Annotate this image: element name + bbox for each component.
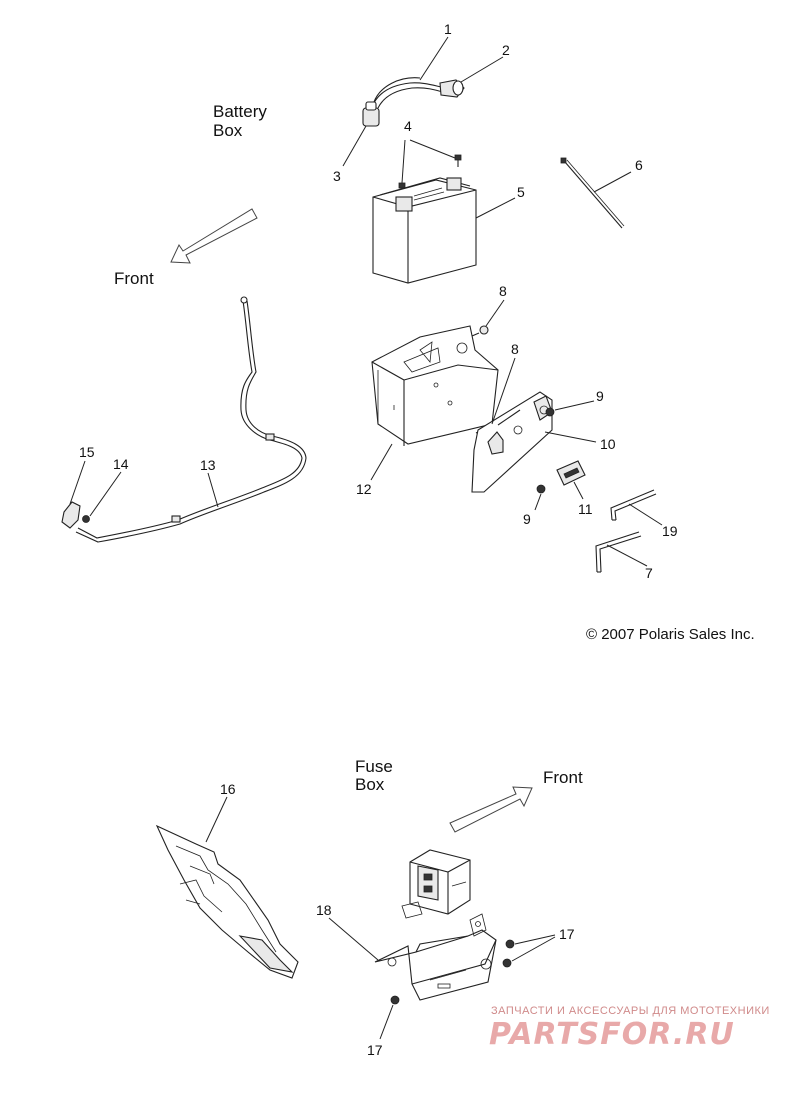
callout-18: 18	[316, 902, 332, 918]
battery-cable-part-1	[371, 77, 447, 109]
battery-box-bracket-part-12	[371, 325, 499, 446]
cable-tie-part-6	[560, 157, 625, 229]
connector-part-11	[556, 460, 586, 486]
callout-6: 6	[635, 157, 643, 173]
copyright-text: © 2007 Polaris Sales Inc.	[586, 626, 755, 643]
callout-13: 13	[200, 457, 216, 473]
hex-key-part-7	[595, 531, 642, 573]
nut-part-9a	[545, 407, 555, 417]
battery-box-title-line2: Box	[213, 121, 243, 140]
screw-part-4b	[454, 154, 462, 167]
leader-lines-bottom	[205, 796, 556, 1040]
hex-key-part-19	[610, 489, 657, 521]
nut-part-14	[82, 515, 90, 523]
fuse-box-title-line2: Box	[355, 775, 385, 794]
front-direction-arrow-top	[170, 208, 258, 264]
callout-1: 1	[444, 21, 452, 37]
callout-9b: 9	[523, 511, 531, 527]
callout-4: 4	[404, 118, 412, 134]
terminal-cap-part-2	[439, 79, 465, 98]
callout-16: 16	[220, 781, 236, 797]
callout-17a: 17	[559, 926, 575, 942]
front-direction-arrow-bottom	[449, 786, 533, 833]
callout-7: 7	[645, 565, 653, 581]
fuse-box-bracket-part-18	[374, 913, 497, 1001]
nut-part-17a	[505, 939, 515, 949]
front-label-top: Front	[114, 269, 154, 288]
callout-8a: 8	[499, 283, 507, 299]
fuse-box-module	[401, 849, 471, 919]
callout-11: 11	[578, 501, 593, 517]
leader-lines-top	[69, 36, 663, 567]
callout-19: 19	[662, 523, 678, 539]
ground-cable-part-13	[75, 296, 307, 543]
callout-2: 2	[502, 42, 510, 58]
nut-part-17c	[390, 995, 400, 1005]
fuse-box-title-line1: Fuse	[355, 757, 393, 776]
terminal-boot-part-15	[61, 501, 81, 529]
callout-3: 3	[333, 168, 341, 184]
callout-14: 14	[113, 456, 129, 472]
bolt-part-8a	[471, 325, 489, 337]
nut-part-17b	[502, 958, 512, 968]
callout-17b: 17	[367, 1042, 383, 1058]
callout-5: 5	[517, 184, 525, 200]
nut-part-9b	[536, 484, 546, 494]
callout-12: 12	[356, 481, 372, 497]
battery-box-title-line1: Battery	[213, 102, 267, 121]
cover-panel-part-16	[155, 824, 299, 979]
callout-9a: 9	[596, 388, 604, 404]
battery-part-5	[372, 177, 477, 284]
front-label-bottom: Front	[543, 768, 583, 787]
callout-10: 10	[600, 436, 616, 452]
callout-8b: 8	[511, 341, 519, 357]
watermark-brand: PARTSFOR.RU	[489, 1017, 735, 1052]
callout-15: 15	[79, 444, 95, 460]
inline-fuse-holder-part-3	[362, 101, 380, 127]
watermark-tagline: ЗАПЧАСТИ И АКСЕССУАРЫ ДЛЯ МОТОТЕХНИКИ	[491, 1005, 770, 1017]
